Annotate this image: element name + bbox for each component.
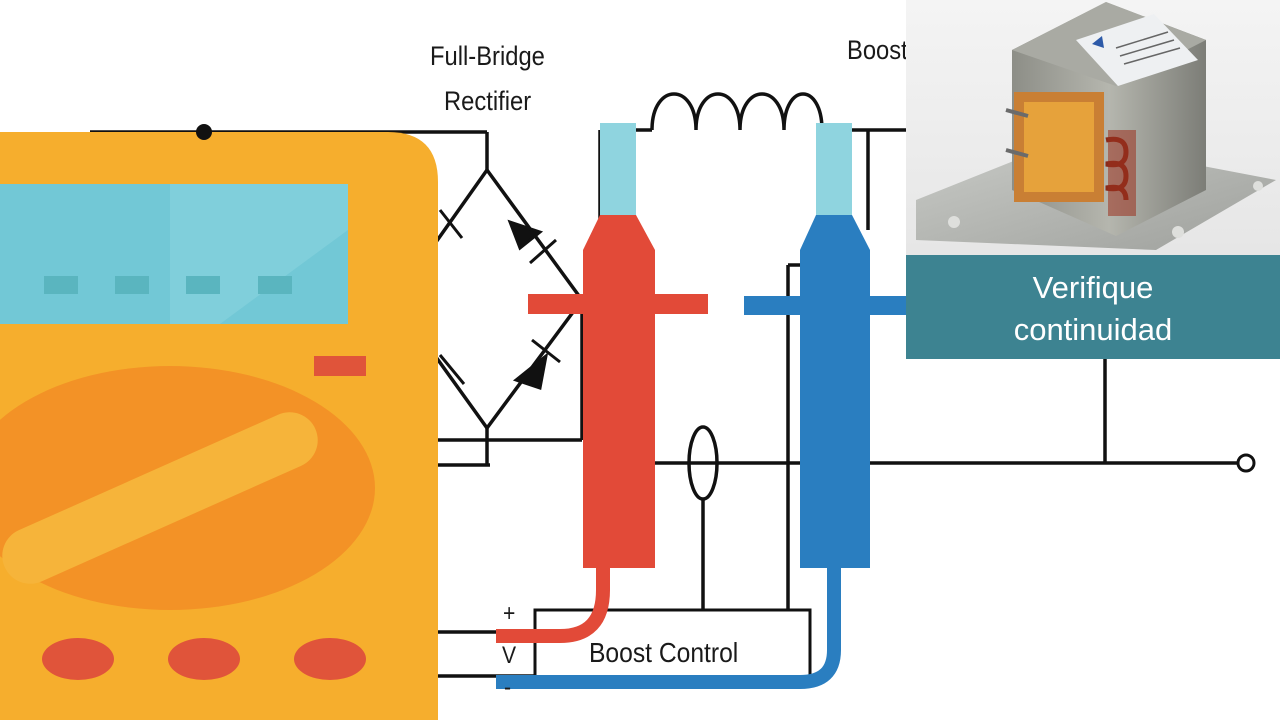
multimeter-icon [0,124,438,720]
boost-label: Boost [847,35,908,65]
terminal-v-label: V [502,642,517,669]
blue-probe-icon [496,123,906,689]
dial-pointer [2,412,318,584]
caption-line1: Verifique [1032,270,1154,305]
button-2 [168,638,240,680]
red-probe-icon [496,123,708,643]
terminal-plus-label: + [503,600,516,627]
caption-line2: continuidad [1013,312,1173,347]
screen-segment-2 [115,276,149,294]
caption-box: Verifique continuidad [906,255,1280,359]
transformer-photo [906,0,1280,255]
screen-segment-3 [186,276,220,294]
rectifier-label-line2: Rectifier [444,86,532,116]
rectifier-label-line1: Full-Bridge [430,41,545,71]
button-1 [42,638,114,680]
terminal-minus-label: - [504,674,512,701]
bridge-diodes [438,209,561,390]
button-3 [294,638,366,680]
indicator-red [314,356,366,376]
screen-segment-1 [44,276,78,294]
screen-segment-4 [258,276,292,294]
boost-control-label: Boost Control [589,637,739,668]
